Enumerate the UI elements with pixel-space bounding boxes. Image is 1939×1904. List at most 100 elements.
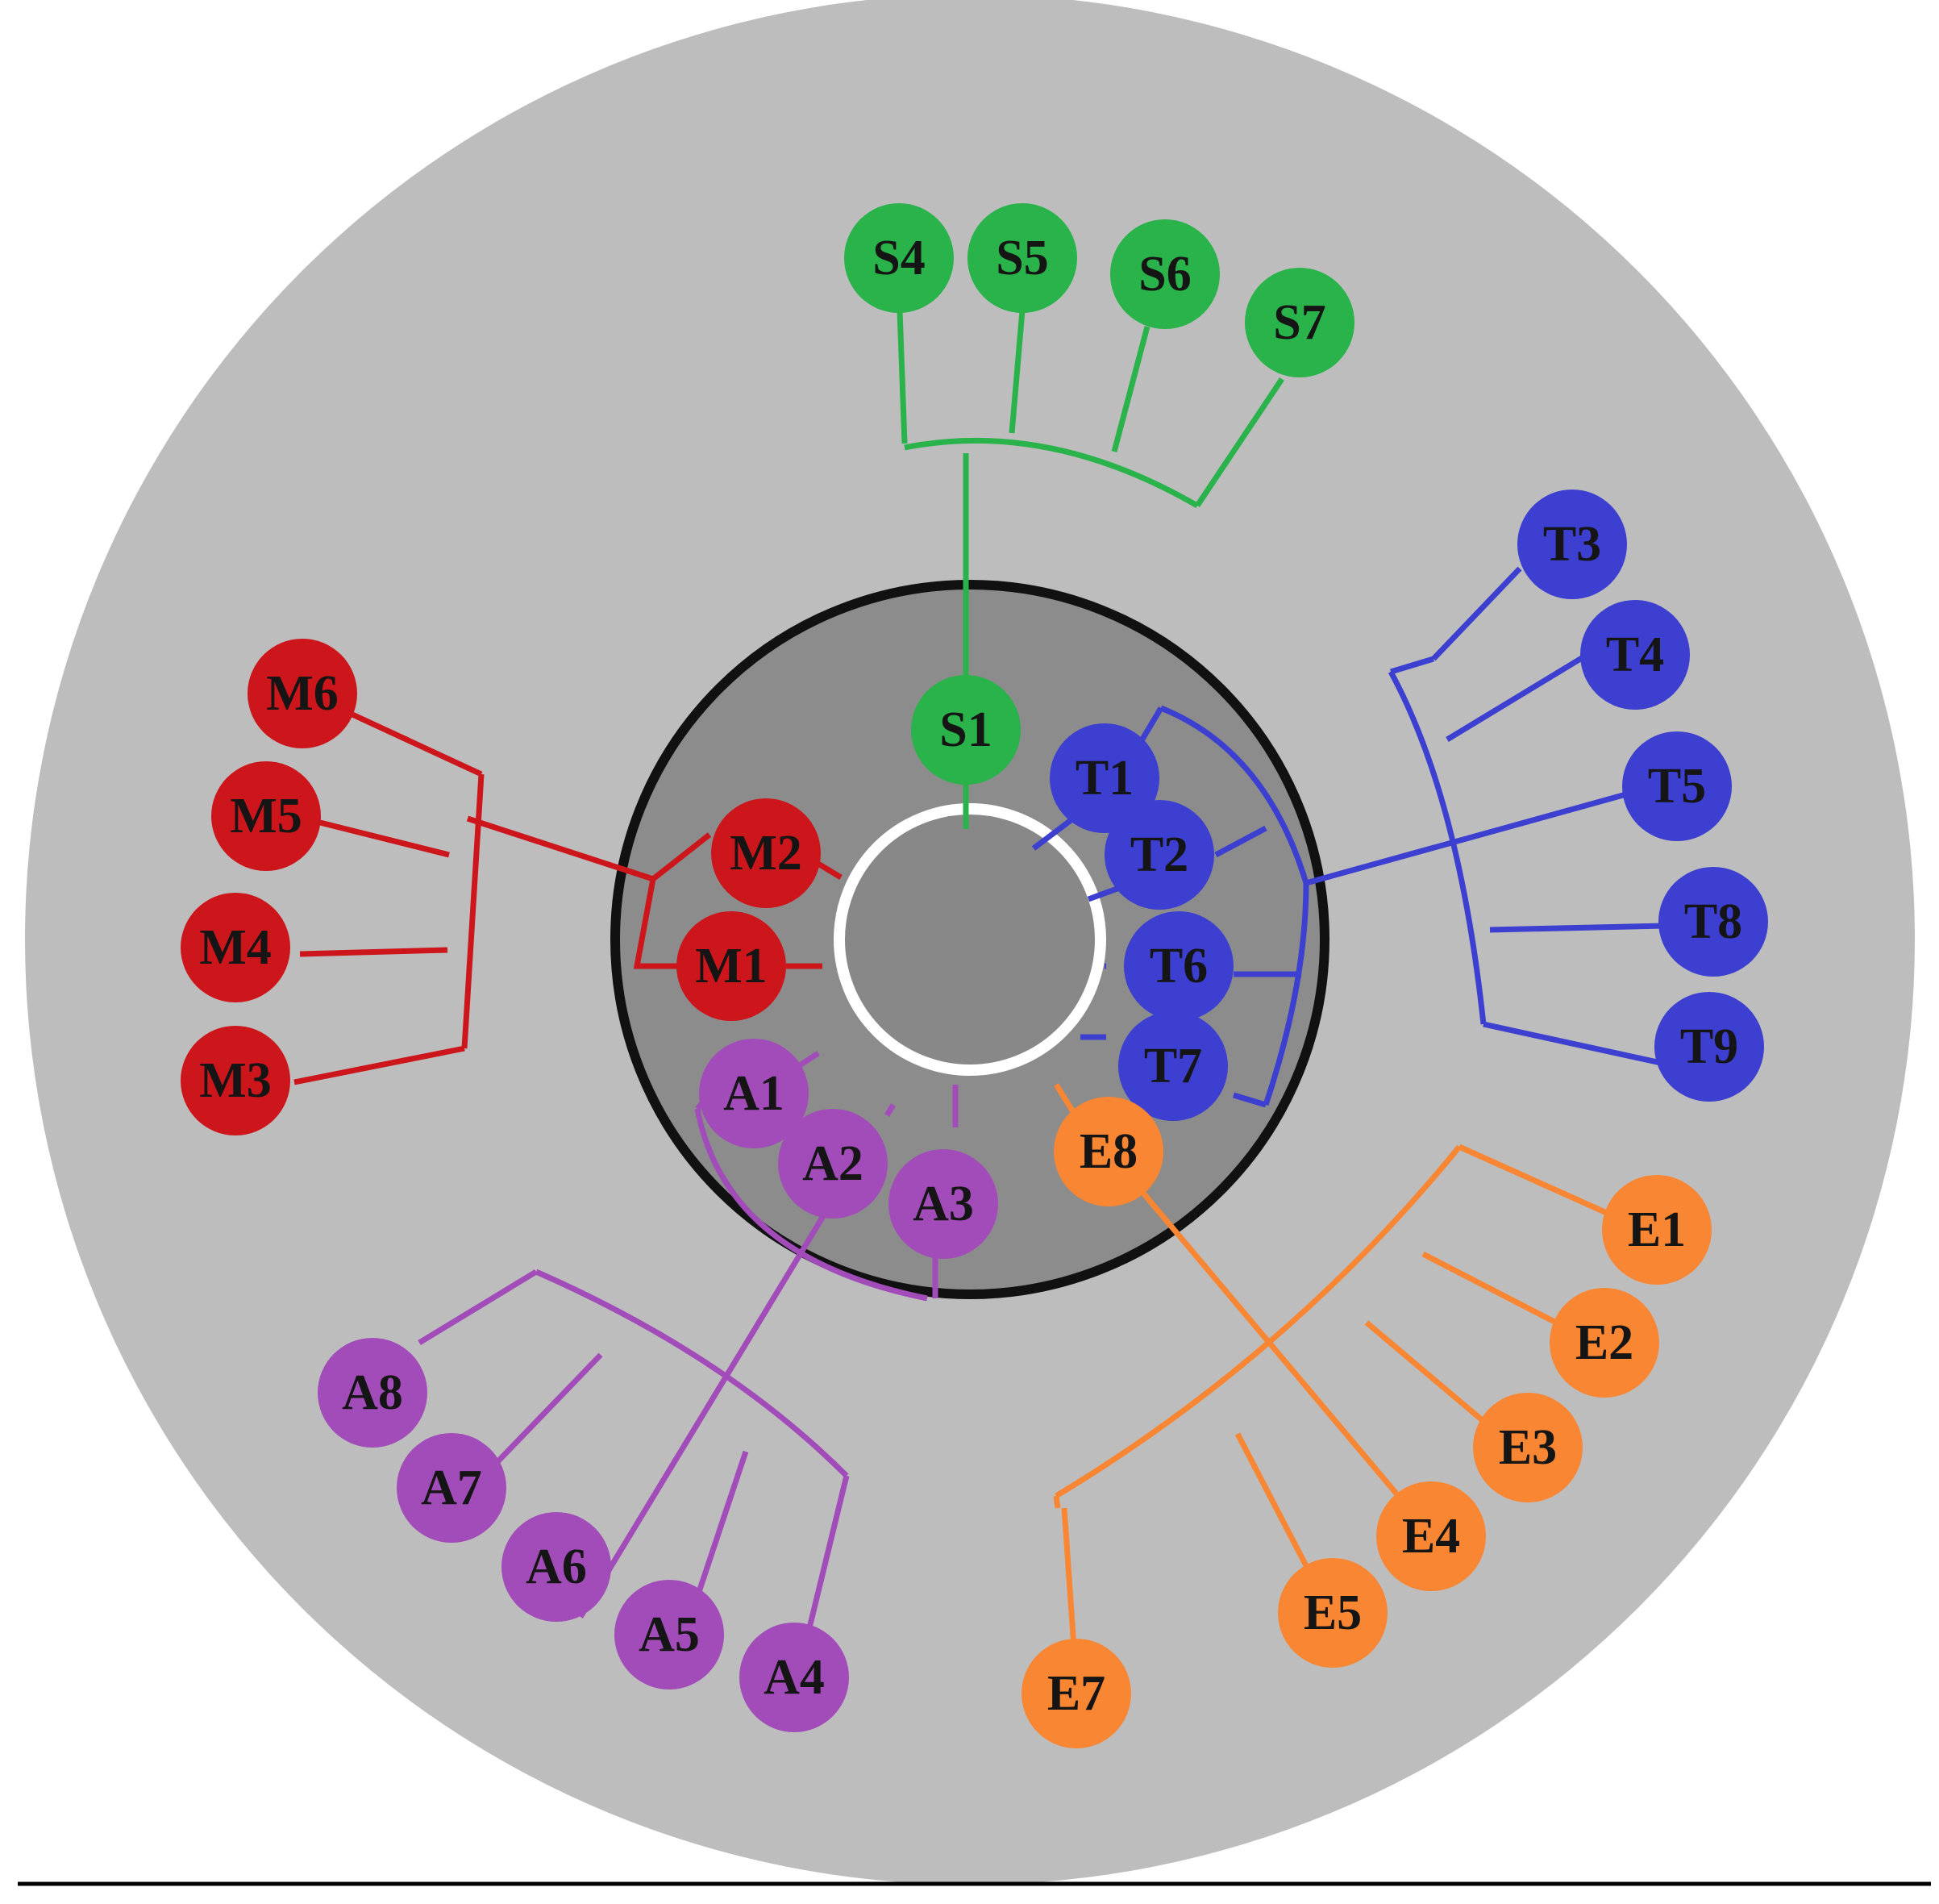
node-circle <box>501 1512 611 1622</box>
edge <box>1134 1183 1442 1547</box>
node-label: E7 <box>1047 1666 1105 1721</box>
node-circle <box>181 1026 290 1135</box>
node-circle <box>1580 600 1690 710</box>
node-label: E3 <box>1499 1420 1557 1475</box>
edge <box>1111 326 1151 452</box>
edge <box>319 819 450 858</box>
node-m6: M6 <box>248 639 357 748</box>
node-a1: A1 <box>699 1039 809 1148</box>
group-m-edges <box>293 710 843 1085</box>
node-m2: M2 <box>711 798 821 908</box>
node-m1: M1 <box>676 911 786 1021</box>
node-label: M3 <box>199 1053 272 1108</box>
node-circle <box>1550 1288 1659 1398</box>
node-circle <box>1124 911 1234 1021</box>
edge <box>1055 1144 1462 1498</box>
edge <box>1446 647 1598 742</box>
node-label: A7 <box>421 1460 482 1515</box>
node-circle <box>778 1109 888 1219</box>
node-label: A2 <box>802 1136 863 1191</box>
node-label: S7 <box>1273 295 1325 350</box>
edge <box>349 710 483 777</box>
edge <box>299 947 448 957</box>
node-circle <box>1278 1558 1388 1668</box>
edge <box>1458 1144 1610 1217</box>
node-a7: A7 <box>397 1433 506 1543</box>
node-circle <box>1622 731 1732 841</box>
node-label: M4 <box>199 920 272 975</box>
node-label: E8 <box>1080 1124 1138 1179</box>
node-s6: S6 <box>1110 219 1220 329</box>
edge <box>1053 1495 1061 1509</box>
node-circle <box>888 1149 998 1259</box>
node-label: T6 <box>1150 939 1208 994</box>
edge <box>1009 310 1026 434</box>
node-label: A5 <box>639 1607 700 1662</box>
node-m5: M5 <box>211 761 321 871</box>
node-label: A8 <box>342 1365 403 1420</box>
node-label: S6 <box>1138 247 1191 302</box>
node-e4: E4 <box>1376 1481 1486 1591</box>
node-t8: T8 <box>1658 867 1768 977</box>
node-s4: S4 <box>844 203 954 313</box>
node-t9: T9 <box>1654 992 1764 1102</box>
node-label: S5 <box>996 231 1048 285</box>
edge <box>1483 1021 1662 1066</box>
edge <box>1421 1251 1558 1326</box>
edge <box>418 1269 538 1345</box>
edge <box>904 437 1199 509</box>
node-circle <box>181 893 290 1002</box>
node-circle <box>1602 1175 1712 1285</box>
node-e3: E3 <box>1473 1393 1583 1502</box>
node-label: T2 <box>1130 827 1188 882</box>
edge <box>1232 1092 1267 1108</box>
node-circle <box>844 203 954 313</box>
node-s1: S1 <box>911 675 1021 785</box>
node-a3: A3 <box>888 1149 998 1259</box>
node-circle <box>711 798 821 908</box>
node-circle <box>1022 1639 1131 1748</box>
edge <box>1234 1432 1315 1578</box>
node-label: T9 <box>1680 1019 1738 1074</box>
node-label: A3 <box>913 1177 974 1231</box>
node-label: T8 <box>1684 894 1742 949</box>
node-circle <box>614 1580 724 1689</box>
node-e2: E2 <box>1550 1288 1659 1398</box>
node-m4: M4 <box>181 893 290 1002</box>
edge <box>1305 787 1641 886</box>
edge <box>1364 1320 1498 1434</box>
node-t5: T5 <box>1622 731 1732 841</box>
node-e1: E1 <box>1602 1175 1712 1285</box>
node-label: T5 <box>1648 759 1706 814</box>
node-circle <box>1054 1097 1163 1206</box>
node-circle <box>676 911 786 1021</box>
node-circle <box>1376 1481 1486 1591</box>
edge <box>1159 705 1309 1106</box>
edge <box>1388 670 1487 1025</box>
node-circle <box>1654 992 1764 1102</box>
node-circle <box>1105 800 1214 910</box>
node-label: E2 <box>1575 1315 1633 1370</box>
node-label: A1 <box>723 1066 784 1121</box>
node-label: T7 <box>1144 1039 1202 1094</box>
node-t2: T2 <box>1105 800 1214 910</box>
node-circle <box>1245 268 1354 377</box>
node-label: T4 <box>1606 627 1664 682</box>
node-label: M1 <box>695 939 768 994</box>
node-t7: T7 <box>1118 1011 1228 1121</box>
node-label: T1 <box>1076 751 1134 806</box>
edge <box>651 832 712 881</box>
edge <box>803 1475 850 1642</box>
node-circle <box>1118 1011 1228 1121</box>
node-label: S4 <box>872 231 925 285</box>
group-s-edges <box>897 310 1284 829</box>
edge <box>489 1352 603 1470</box>
node-label: A4 <box>764 1650 825 1705</box>
edge <box>1061 1507 1077 1648</box>
node-e8: E8 <box>1054 1097 1163 1206</box>
node-a4: A4 <box>739 1623 849 1732</box>
node-label: S1 <box>939 702 992 757</box>
node-a5: A5 <box>614 1580 724 1689</box>
edge <box>884 1103 896 1117</box>
